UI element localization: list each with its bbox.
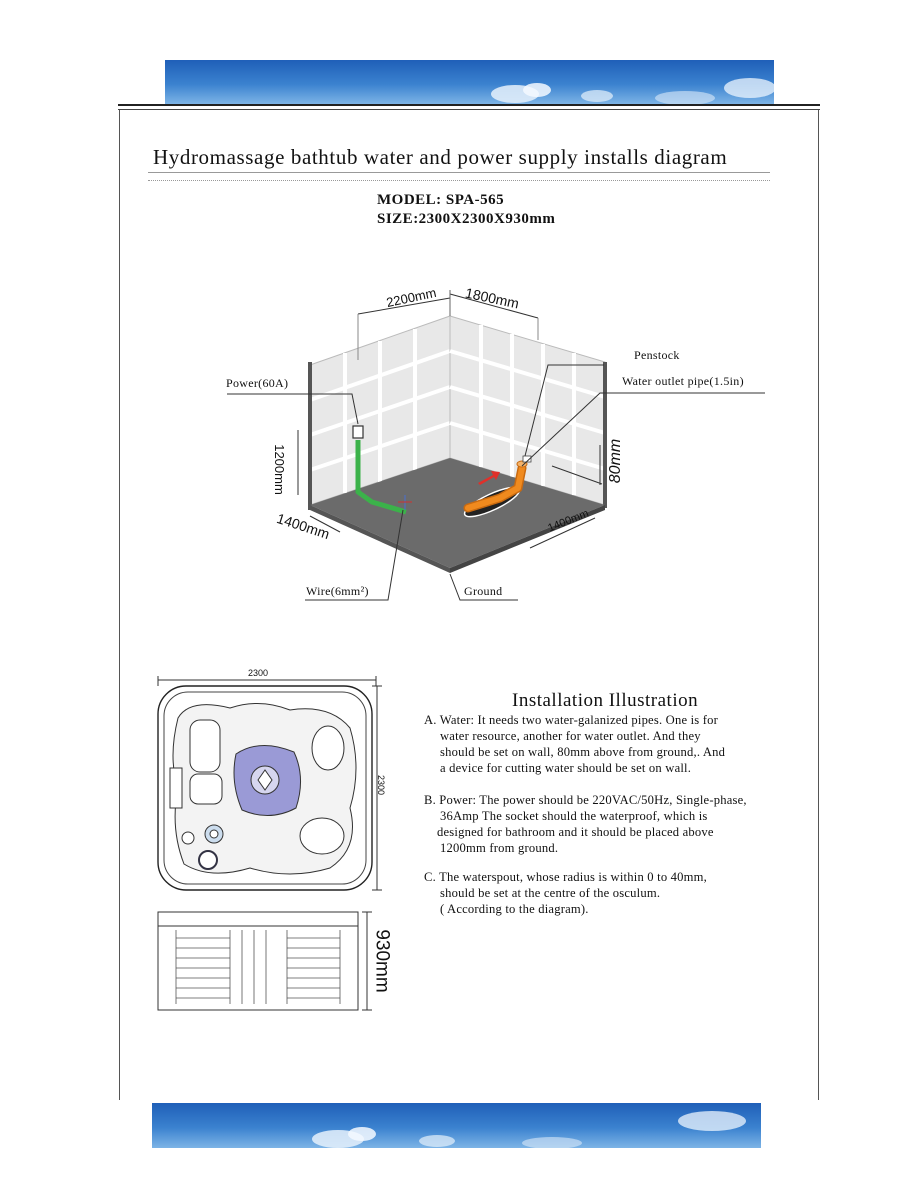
bottom-banner: [152, 1103, 761, 1148]
ground-label: Ground: [464, 584, 503, 598]
installation-title: Installation Illustration: [512, 690, 699, 711]
header-rule-thin: [118, 109, 820, 110]
size-label: SIZE:2300X2300X930mm: [377, 211, 556, 227]
dim-1200: 1200mm: [271, 444, 287, 495]
installation-item-a: A. Water: It needs two water-galanized p…: [424, 712, 725, 776]
frame-border-right: [818, 110, 819, 1100]
item-b-line-4: 1200mm from ground.: [440, 841, 559, 856]
spa-plan-drawing: [157, 676, 382, 1011]
item-b-line-2: 36Amp The socket should the waterproof, …: [440, 809, 708, 824]
cloud-decoration: [312, 1111, 746, 1148]
penstock-label: Penstock: [634, 348, 680, 362]
item-a-line-4: a device for cutting water should be set…: [440, 761, 692, 776]
installation-item-b: B. Power: The power should be 220VAC/50H…: [424, 792, 747, 856]
top-banner: [165, 60, 774, 104]
title-underline-dotted: [148, 180, 770, 182]
item-c-line-1: C. The waterspout, whose radius is withi…: [424, 870, 708, 884]
header-rule: [118, 104, 820, 106]
plan-width-label: 2300: [248, 668, 269, 678]
item-b-line-3: designed for bathroom and it should be p…: [437, 825, 714, 840]
elevation-height-label: 930mm: [371, 929, 393, 993]
spa-drawings: 2300 2300 930mm: [150, 668, 410, 1023]
water-outlet-label: Water outlet pipe(1.5in): [622, 374, 744, 388]
installation-diagram: 2200mm 1800mm 1200mm 1400mm 1400mm 80mm …: [200, 270, 800, 615]
room-drawing: [227, 290, 765, 601]
item-c-line-2: should be set at the centre of the oscul…: [440, 886, 661, 901]
title-underline: [148, 172, 770, 173]
item-a-line-1: A. Water: It needs two water-galanized p…: [424, 713, 719, 727]
installation-item-c: C. The waterspout, whose radius is withi…: [424, 869, 707, 917]
item-a-line-2: water resource, another for water outlet…: [440, 729, 701, 744]
dim-80: 80mm: [607, 438, 625, 484]
plan-depth-label: 2300: [376, 774, 387, 796]
flow-arrow-icon: [478, 471, 500, 485]
model-label: MODEL: SPA-565: [377, 192, 505, 208]
cloud-decoration: [491, 78, 774, 104]
page-title: Hydromassage bathtub water and power sup…: [153, 145, 728, 169]
item-b-line-1: B. Power: The power should be 220VAC/50H…: [424, 793, 747, 807]
power-label: Power(60A): [226, 376, 289, 390]
wire-label: Wire(6mm²): [306, 584, 369, 598]
frame-border-left: [119, 110, 120, 1100]
item-a-line-3: should be set on wall, 80mm above from g…: [440, 745, 726, 760]
item-c-line-3: ( According to the diagram).: [440, 902, 589, 917]
power-socket-icon: [352, 425, 364, 439]
